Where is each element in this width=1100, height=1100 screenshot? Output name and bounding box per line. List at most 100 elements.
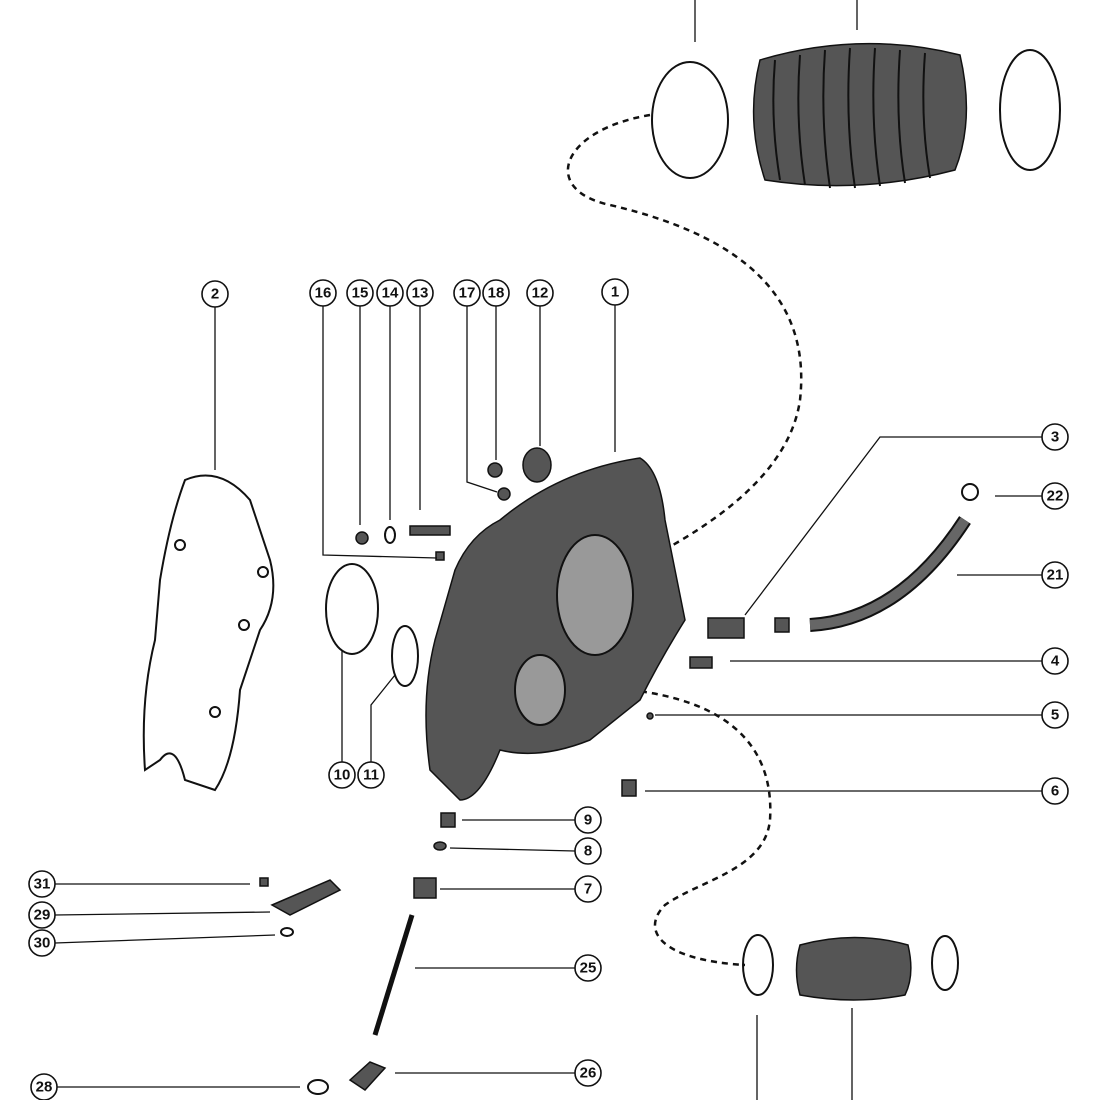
seal [522, 447, 552, 483]
hose-fitting [707, 617, 745, 639]
washer-28 [307, 1079, 329, 1095]
callout-circle [574, 806, 602, 834]
callout-number: 4 [1051, 653, 1060, 670]
callout-circle [453, 279, 481, 307]
callout-12: 12 [526, 279, 554, 307]
screw [435, 551, 445, 561]
callout-31: 31 [28, 870, 56, 898]
callout-number: 8 [584, 843, 592, 860]
callout-28: 28 [30, 1073, 58, 1100]
callout-29: 29 [28, 901, 56, 929]
callout-15: 15 [346, 279, 374, 307]
o-ring-large [325, 563, 379, 655]
fitting [497, 487, 511, 501]
hose-clamp-bottom-left [742, 934, 774, 996]
hose-path-lower [629, 688, 772, 967]
callout-circle [357, 761, 385, 789]
callout-circle [1041, 482, 1069, 510]
bushing [440, 812, 456, 828]
leader-line [322, 306, 438, 559]
callout-circle [28, 901, 56, 929]
callout-13: 13 [406, 279, 434, 307]
callout-circle [346, 279, 374, 307]
plug [487, 462, 503, 478]
exhaust-bellows-top [752, 42, 968, 187]
callout-6: 6 [1041, 777, 1069, 805]
leader-line [54, 911, 271, 916]
callout-circle [601, 278, 629, 306]
callout-3: 3 [1041, 423, 1069, 451]
callout-1: 1 [601, 278, 629, 306]
callout-8: 8 [574, 837, 602, 865]
gasket-hole [257, 566, 269, 578]
callout-7: 7 [574, 875, 602, 903]
callout-10: 10 [328, 761, 356, 789]
callout-number: 31 [34, 876, 51, 893]
callout-4: 4 [1041, 647, 1069, 675]
shift-lever [348, 1061, 387, 1091]
callout-circle [574, 837, 602, 865]
callout-number: 5 [1051, 707, 1059, 724]
hose-path-upper [566, 113, 803, 557]
nut [355, 531, 369, 545]
callout-number: 30 [34, 935, 51, 952]
callout-circle [1041, 561, 1069, 589]
callout-11: 11 [357, 761, 385, 789]
callout-number: 7 [584, 881, 592, 898]
callout-circle [574, 875, 602, 903]
callout-number: 11 [363, 767, 379, 784]
callout-26: 26 [574, 1059, 602, 1087]
callout-number: 9 [584, 812, 592, 829]
leader-line [370, 674, 396, 762]
elbow-fitting [689, 656, 713, 669]
callout-21: 21 [1041, 561, 1069, 589]
callout-17: 17 [453, 279, 481, 307]
callout-circle [1041, 777, 1069, 805]
leader-line [449, 847, 576, 852]
stud [409, 525, 451, 536]
callout-number: 14 [382, 285, 399, 302]
leader-line [466, 306, 498, 493]
callout-number: 26 [580, 1065, 597, 1082]
callout-18: 18 [482, 279, 510, 307]
callout-circle [1041, 647, 1069, 675]
callout-number: 12 [532, 285, 549, 302]
callout-circle [201, 280, 229, 308]
leader-line [54, 934, 276, 944]
callout-number: 2 [211, 286, 219, 303]
callout-number: 3 [1051, 429, 1059, 446]
callout-14: 14 [376, 279, 404, 307]
callout-16: 16 [309, 279, 337, 307]
callout-circle [376, 279, 404, 307]
callout-number: 25 [580, 960, 597, 977]
callout-circle [328, 761, 356, 789]
gasket [142, 474, 275, 792]
housing-bore-lower [514, 654, 566, 726]
callout-circle [574, 954, 602, 982]
leader-line [744, 436, 1042, 616]
callout-circle [28, 929, 56, 957]
washer-30 [280, 927, 294, 937]
leader-lines [54, 0, 1042, 1100]
callout-22: 22 [1041, 482, 1069, 510]
callout-number: 22 [1047, 488, 1064, 505]
bell-housing [425, 457, 686, 801]
gasket-hole [238, 619, 250, 631]
callout-number: 13 [412, 285, 429, 302]
callout-circle [574, 1059, 602, 1087]
bellows-ribs-top [772, 47, 931, 189]
callout-circle [406, 279, 434, 307]
callout-9: 9 [574, 806, 602, 834]
gasket-hole [174, 539, 186, 551]
callout-circle [1041, 701, 1069, 729]
shift-arm [270, 879, 342, 916]
callout-number: 6 [1051, 783, 1059, 800]
washer [384, 526, 396, 544]
callout-25: 25 [574, 954, 602, 982]
gasket-hole [209, 706, 221, 718]
callout-number: 29 [34, 907, 51, 924]
callout-number: 17 [459, 285, 476, 302]
callout-number: 21 [1047, 567, 1064, 584]
